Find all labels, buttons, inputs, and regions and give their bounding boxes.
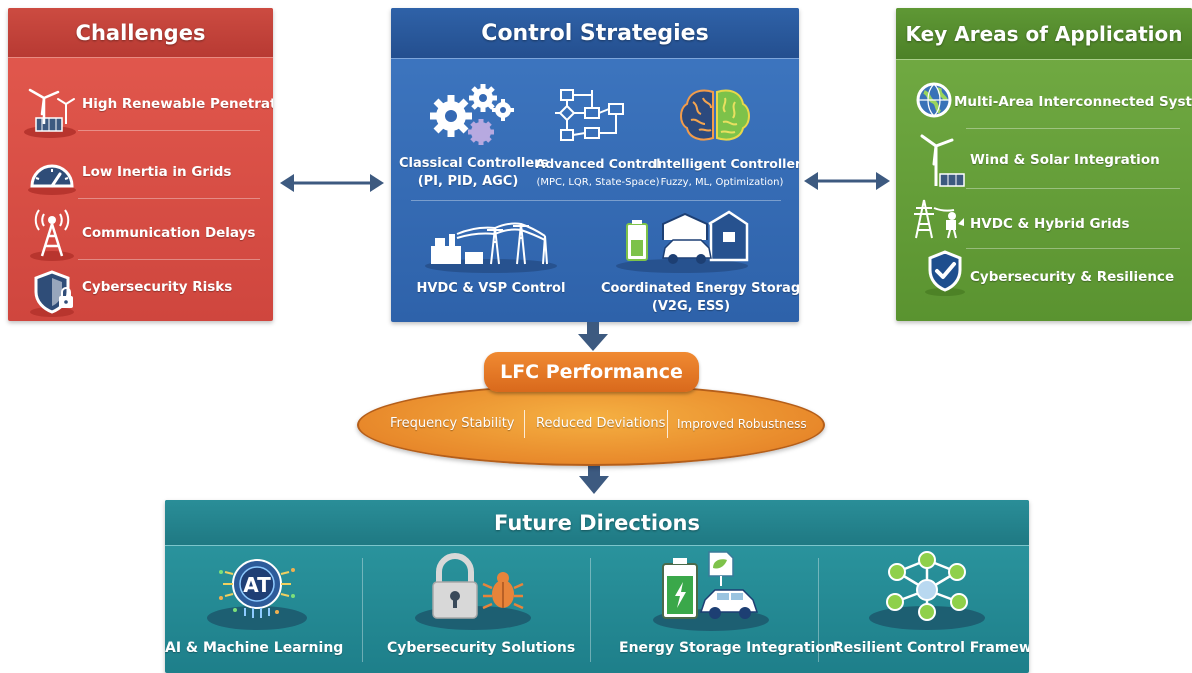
shield-check-icon — [925, 250, 965, 296]
challenge-label: High Renewable Penetration — [82, 96, 273, 112]
lfc-metric-reduced-deviations: Reduced Deviations — [536, 416, 666, 431]
control-strategies-title: Control Strategies — [391, 8, 799, 59]
control-strategies-panel: Control Strategies — [391, 8, 799, 322]
challenge-label: Communication Delays — [82, 225, 256, 241]
ai-chip-icon: AT — [207, 559, 307, 630]
key-area-item: Wind & Solar Integration — [970, 148, 1160, 172]
brain-icon — [680, 89, 750, 141]
block-diagram-icon — [555, 89, 624, 141]
classical-controllers-label: Classical Controllers — [399, 156, 549, 171]
coordinated-energy-storage-sub: (V2G, ESS) — [651, 299, 731, 314]
lfc-performance-title: LFC Performance — [484, 352, 699, 392]
padlock-bug-icon — [415, 553, 531, 630]
battery-ev-icon — [653, 551, 769, 631]
down-arrow-control-to-lfc — [578, 322, 608, 351]
lfc-metric-frequency-stability: Frequency Stability — [390, 416, 515, 431]
energy-storage-icon — [616, 210, 749, 273]
future-directions-panel: Future Directions AT AI & Machine Learni… — [165, 500, 1029, 673]
future-ai-ml-label: AI & Machine Learning — [165, 640, 344, 656]
intelligent-controllers-sub: Fuzzy, ML, Optimization) — [660, 177, 784, 188]
lfc-metric-improved-robustness: Improved Robustness — [677, 417, 807, 431]
coordinated-energy-storage-label: Coordinated Energy Storage — [601, 281, 799, 296]
wind-turbine-icon — [24, 88, 76, 138]
future-energy-storage-label: Energy Storage Integration — [619, 640, 835, 656]
future-resilient-control-label: Resilient Control Frameworks — [833, 640, 1029, 656]
challenge-label: Cybersecurity Risks — [82, 279, 233, 295]
challenge-item: Communication Delays — [82, 221, 255, 245]
hvdc-vsp-control-label: HVDC & VSP Control — [416, 281, 566, 296]
key-area-item: Cybersecurity & Resilience — [970, 265, 1174, 289]
lfc-performance-ellipse — [357, 384, 825, 466]
hvdc-station-icon — [425, 222, 557, 273]
key-area-label: Multi-Area Interconnected Systems — [954, 94, 1192, 110]
key-area-item: Multi-Area Interconnected Systems — [954, 90, 1192, 114]
double-arrow-right — [804, 172, 890, 190]
antenna-tower-icon — [30, 209, 74, 261]
transmission-tower-icon — [914, 199, 964, 239]
advanced-control-sub: (MPC, LQR, State-Space) — [536, 177, 660, 188]
key-areas-panel: Key Areas of Application Multi-Area Inte… — [896, 8, 1192, 321]
challenges-panel: Challenges High Renewable Penetration Lo… — [8, 8, 273, 321]
key-area-label: Cybersecurity & Resilience — [970, 269, 1175, 285]
key-area-item: HVDC & Hybrid Grids — [970, 212, 1130, 236]
future-directions-title: Future Directions — [165, 500, 1029, 546]
challenges-title: Challenges — [8, 8, 273, 58]
key-area-label: HVDC & Hybrid Grids — [970, 216, 1130, 232]
gauge-icon — [28, 164, 76, 195]
shield-lock-icon — [30, 270, 74, 317]
challenge-label: Low Inertia in Grids — [82, 164, 232, 180]
double-arrow-left — [280, 174, 384, 192]
challenge-item: High Renewable Penetration — [82, 92, 273, 116]
intelligent-controllers-label: Intelligent Controllers — [653, 156, 799, 171]
network-nodes-icon — [869, 551, 985, 630]
advanced-control-label: Advanced Control — [535, 156, 661, 171]
challenge-item: Cybersecurity Risks — [82, 275, 232, 299]
globe-icon — [916, 82, 952, 118]
gears-icon — [430, 84, 514, 145]
key-areas-title: Key Areas of Application — [896, 8, 1192, 60]
key-area-label: Wind & Solar Integration — [970, 152, 1160, 168]
svg-text:AT: AT — [243, 573, 271, 597]
wind-solar-icon — [920, 134, 965, 187]
future-cybersecurity-label: Cybersecurity Solutions — [387, 640, 576, 656]
classical-controllers-sub: (PI, PID, AGC) — [417, 174, 519, 189]
challenge-item: Low Inertia in Grids — [82, 160, 231, 184]
